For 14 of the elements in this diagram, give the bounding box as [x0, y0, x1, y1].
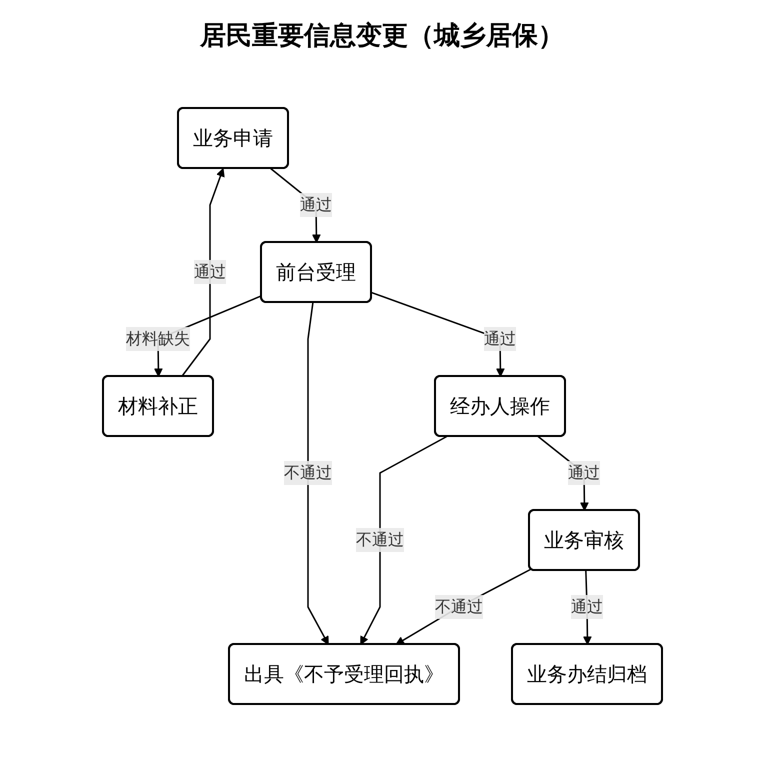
edge-label: 不通过 — [284, 463, 332, 482]
edge-label: 不通过 — [356, 530, 404, 549]
edge-label: 通过 — [194, 262, 226, 281]
diagram-title: 居民重要信息变更（城乡居保） — [198, 20, 565, 53]
arrow — [360, 436, 447, 645]
edge-label: 不通过 — [434, 597, 482, 616]
arrow — [395, 568, 531, 645]
edge-label: 通过 — [570, 597, 602, 616]
edge-label: 通过 — [300, 195, 332, 214]
edge-label: 通过 — [484, 329, 516, 348]
arrow — [306, 302, 328, 645]
arrow — [180, 168, 224, 377]
edge-label: 材料缺失 — [126, 329, 190, 348]
edge-label: 通过 — [568, 463, 600, 482]
